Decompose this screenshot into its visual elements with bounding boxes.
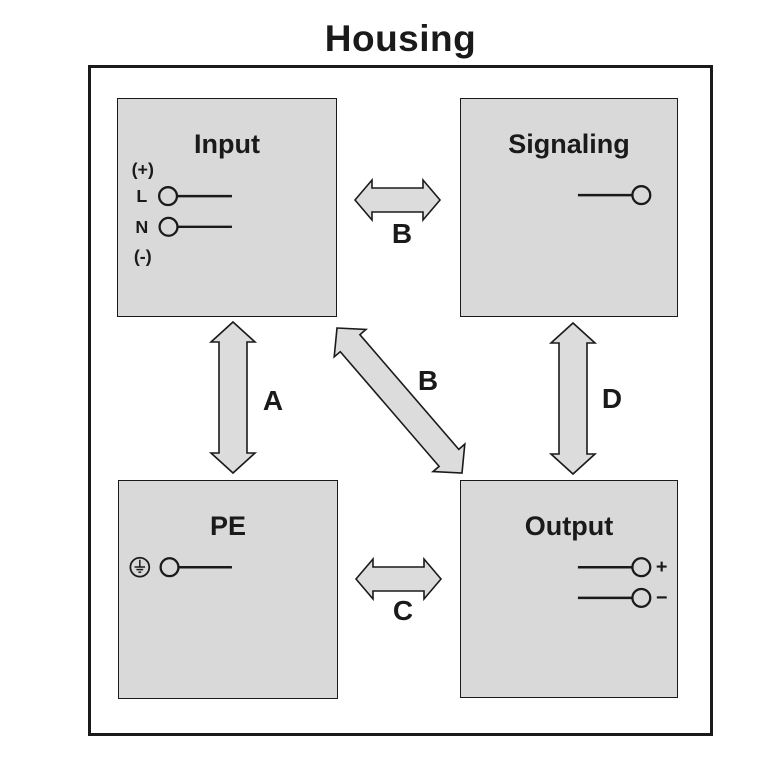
arrow-a-input-pe [208,320,258,475]
input-terminal-l: L [136,186,232,207]
terminal-circle-icon [631,557,652,578]
input-minus-label: (-) [134,247,152,267]
arrow-label-b-diagonal: B [417,365,439,396]
box-input-title: Input [194,129,260,159]
output-plus-label: + [656,556,668,578]
box-signaling-title: Signaling [508,129,630,159]
signaling-terminal-schematic [577,185,652,206]
box-pe: PE [118,480,338,699]
pe-terminal-schematic [129,556,232,578]
output-terminal-minus: − [577,587,668,609]
terminal-circle-icon [631,185,652,206]
output-minus-label: − [656,587,668,609]
protective-earth-icon [129,556,151,578]
box-output-title: Output [524,511,614,541]
housing-border [88,65,713,736]
input-l-label: L [136,186,147,206]
diagram-title: Housing [324,18,477,59]
output-terminal-plus: + [577,556,668,578]
input-terminals-schematic: (+) L N (-) [132,159,232,267]
arrow-label-a: A [262,385,284,416]
input-n-label: N [135,217,148,237]
output-terminals-schematic: + − [577,556,668,609]
box-signaling: Signaling [460,98,678,317]
arrow-label-d: D [601,383,623,414]
arrow-label-b-horizontal: B [391,218,413,249]
input-terminal-n: N [135,216,232,237]
arrow-c-pe-output [354,556,443,602]
terminal-circle-icon [157,186,179,207]
terminal-circle-icon [159,557,180,578]
arrow-b-diagonal-input-output [333,327,466,474]
pe-terminal [159,557,232,578]
input-plus-label: (+) [132,159,154,179]
box-output: Output + − [460,480,678,698]
terminal-circle-icon [158,216,179,237]
arrow-label-c: C [392,595,414,626]
arrow-b-input-signaling [353,177,442,223]
signaling-terminal [577,185,652,206]
box-input: Input (+) L N (-) [117,98,337,317]
box-pe-title: PE [209,511,247,541]
terminal-circle-icon [631,587,652,608]
arrow-d-signaling-output [548,321,598,476]
